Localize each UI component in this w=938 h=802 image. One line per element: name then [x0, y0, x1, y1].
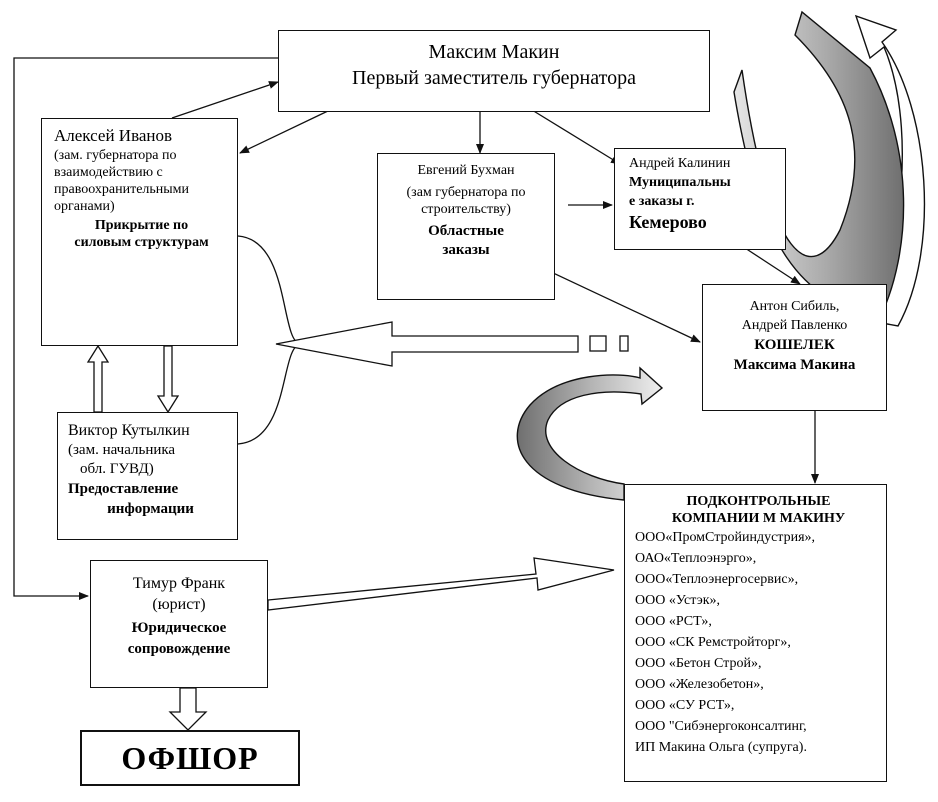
kutylkin-role-1: Предоставление	[68, 481, 179, 497]
company-item-5: ООО «РСТ»,	[635, 614, 712, 629]
node-ivanov: Алексей Иванов (зам. губернатора по взаи…	[41, 118, 238, 346]
ivanov-desc-1: (зам. губернатора по	[54, 148, 177, 163]
frank-role-2: сопровождение	[127, 641, 231, 657]
company-item-3: ООО«Теплоэнергосервис»,	[635, 572, 799, 587]
kalinin-role-2: е заказы г.	[629, 194, 695, 209]
ivanov-desc-2: взаимодействию с	[54, 165, 163, 180]
company-item-8: ООО «Железобетон»,	[635, 677, 764, 692]
kalinin-role-1: Муниципальны	[629, 175, 731, 190]
kutylkin-name: Виктор Кутылкин	[68, 422, 190, 439]
ivanov-desc-4: органами)	[54, 199, 115, 214]
companies-title-1: ПОДКОНТРОЛЬНЫЕ	[686, 494, 831, 509]
wallet-role-1: КОШЕЛЕК	[754, 337, 835, 353]
kalinin-name: Андрей Калинин	[629, 156, 731, 171]
kutylkin-desc-2: обл. ГУВД)	[80, 461, 154, 477]
company-item-4: ООО «Устэк»,	[635, 593, 721, 608]
kutylkin-desc-1: (зам. начальника	[68, 442, 176, 458]
bukhman-role-2: заказы	[442, 242, 490, 258]
offshore-label: ОФШОР	[121, 740, 259, 776]
arrow-kalinin-to-wallet	[744, 247, 801, 285]
brace-curve	[237, 235, 301, 445]
makin-title: Первый заместитель губернатора	[352, 67, 636, 89]
node-kutylkin: Виктор Кутылкин (зам. начальника обл. ГУ…	[57, 412, 238, 540]
frank-desc: (юрист)	[152, 596, 206, 613]
kutylkin-role-2: информации	[107, 501, 194, 517]
bukhman-desc-2: строительству)	[421, 202, 511, 217]
line-makin-to-frank	[13, 57, 278, 600]
arrow-makin-to-ivanov	[239, 109, 331, 154]
hollow-arrow-frank-to-offshore	[168, 687, 208, 731]
dash-block-2	[619, 335, 629, 352]
curved-arrow-companies-to-wallet	[516, 366, 664, 501]
node-frank: Тимур Франк (юрист) Юридическое сопровож…	[90, 560, 268, 688]
hollow-arrow-frank-to-companies	[267, 557, 615, 611]
company-item-1: ООО«ПромСтройиндустрия»,	[635, 530, 816, 545]
company-item-6: ООО «СК Ремстройторг»,	[635, 635, 791, 650]
ivanov-name: Алексей Иванов	[54, 126, 173, 145]
frank-role-1: Юридическое	[131, 620, 227, 636]
ivanov-desc-3: правоохранительными	[54, 182, 190, 197]
dash-block-1	[589, 335, 607, 352]
node-bukhman: Евгений Бухман (зам губернатора по строи…	[377, 153, 555, 300]
makin-name: Максим Макин	[428, 41, 560, 63]
company-item-7: ООО «Бетон Строй»,	[635, 656, 762, 671]
companies-title-2: КОМПАНИИ М МАКИНУ	[671, 511, 846, 526]
frank-name: Тимур Франк	[132, 575, 226, 592]
bukhman-desc-1: (зам губернатора по	[406, 185, 526, 200]
node-kalinin: Андрей Калинин Муниципальны е заказы г. …	[614, 148, 786, 250]
wallet-name-2: Андрей Павленко	[741, 318, 848, 333]
company-item-11: ИП Макина Ольга (супруга).	[635, 740, 807, 755]
node-wallet: Антон Сибиль, Андрей Павленко КОШЕЛЕК Ма…	[702, 284, 887, 411]
company-item-9: ООО «СУ РСТ»,	[635, 698, 735, 713]
hollow-arrow-ivanov-to-kutylkin	[156, 345, 180, 414]
hollow-arrow-kutylkin-to-ivanov	[86, 344, 110, 413]
wallet-role-2: Максима Макина	[733, 357, 856, 373]
bukhman-role-1: Областные	[428, 223, 504, 239]
node-makin: Максим Макин Первый заместитель губернат…	[278, 30, 710, 112]
wallet-name-1: Антон Сибиль,	[749, 299, 840, 314]
bukhman-name: Евгений Бухман	[417, 163, 515, 178]
kalinin-role-3: Кемерово	[629, 212, 707, 232]
ivanov-role-1: Прикрытие по	[94, 218, 189, 233]
hollow-arrow-to-security	[275, 321, 579, 367]
company-item-2: ОАО«Теплоэнэрго»,	[635, 551, 757, 566]
company-item-10: ООО "Сибэнергоконсалтинг,	[635, 719, 807, 734]
node-offshore: ОФШОР	[80, 730, 300, 786]
arrow-ivanov-to-makin	[171, 81, 279, 119]
node-companies: ПОДКОНТРОЛЬНЫЕ КОМПАНИИ М МАКИНУ ООО«Про…	[624, 484, 887, 782]
arrow-makin-to-kalinin	[531, 109, 621, 165]
ivanov-role-2: силовым структурам	[74, 235, 209, 250]
